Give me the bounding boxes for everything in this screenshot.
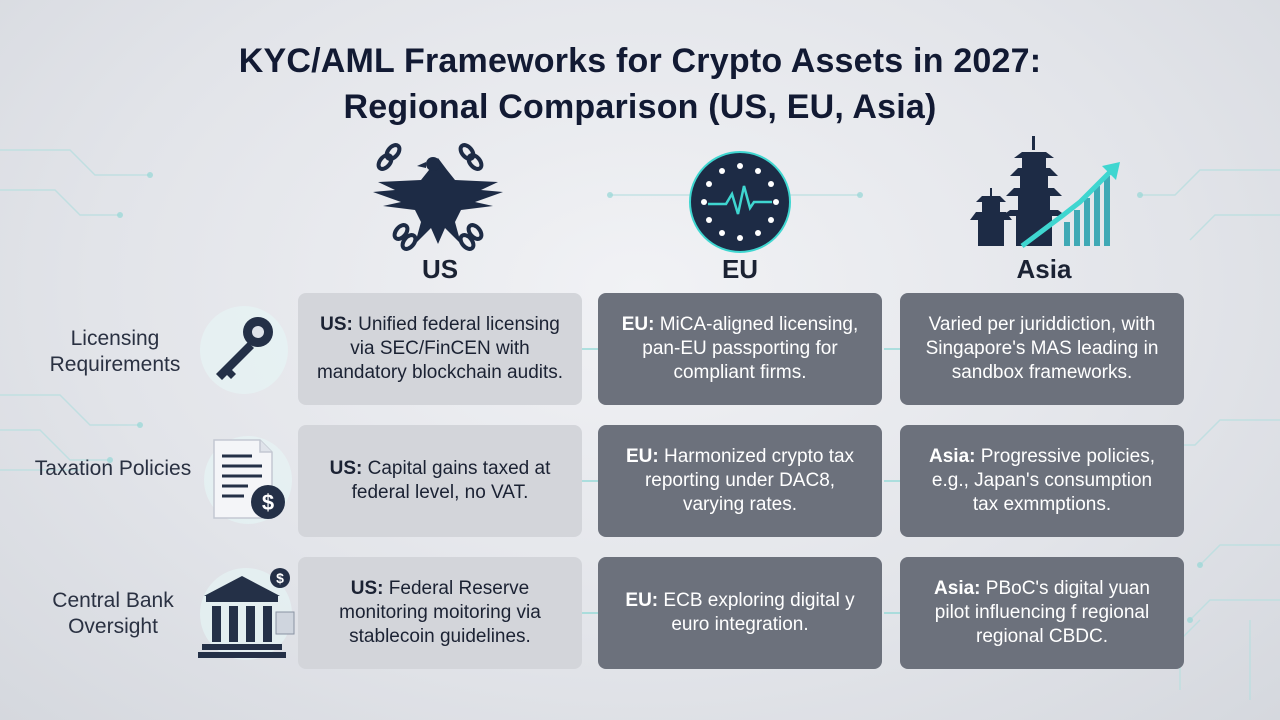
key-icon (200, 306, 288, 394)
cell-text: Federal Reserve monitoring moitoring via… (339, 578, 541, 647)
cell-prefix: US: (320, 314, 353, 335)
cell-taxation-eu: EU: Harmonized crypto tax reporting unde… (598, 425, 882, 537)
cell-prefix: EU: (621, 314, 655, 335)
eu-stars-globe-icon (689, 151, 791, 253)
cell-text: Unified federal licensing via SEC/FinCEN… (316, 314, 564, 383)
pagoda-growth-chart-icon (970, 136, 1120, 248)
bank-building-icon: $ (198, 568, 295, 660)
cell-prefix: Asia: (929, 446, 976, 467)
page-title-line1: KYC/AML Frameworks for Crypto Assets in … (238, 42, 1042, 80)
region-label-asia: Asia (1016, 254, 1072, 284)
cell-prefix: EU: (625, 590, 659, 611)
cell-licensing-us: US: Unified federal licensing via SEC/Fi… (298, 293, 582, 405)
cell-text: Harmonized crypto tax reporting under DA… (644, 446, 855, 515)
cell-text: Varied per juriddiction, with Singapore'… (925, 314, 1159, 383)
row-label-licensing: Licensing Requirements (49, 327, 181, 376)
cell-central-bank-asia: Asia: PBoC's digital yuan pilot influenc… (900, 557, 1184, 669)
cell-prefix: US: (329, 458, 363, 479)
region-label-us: US (421, 254, 459, 284)
cell-licensing-eu: EU: MiCA-aligned licensing, pan-EU passp… (598, 293, 882, 405)
svg-text:$: $ (262, 490, 274, 515)
cell-text: ECB exploring digital y euro integration… (658, 590, 855, 635)
cell-central-bank-eu: EU: ECB exploring digital y euro integra… (598, 557, 882, 669)
cell-prefix: Asia: (934, 578, 981, 599)
cell-central-bank-us: US: Federal Reserve monitoring moitoring… (298, 557, 582, 669)
cell-prefix: EU: (625, 446, 659, 467)
row-label-taxation: Taxation Policies (34, 457, 192, 480)
cell-prefix: US: (350, 578, 384, 599)
cell-text: MiCA-aligned licensing, pan-EU passporti… (642, 314, 859, 383)
cell-licensing-asia: Varied per juriddiction, with Singapore'… (900, 293, 1184, 405)
cell-text: Capital gains taxed at federal level, no… (351, 458, 551, 503)
page-title: KYC/AML Frameworks for Crypto Assets in … (0, 38, 1280, 130)
row-label-central-bank: Central Bank Oversight (52, 589, 174, 638)
tax-document-dollar-icon: $ (204, 436, 292, 524)
cell-taxation-asia: Asia: Progressive policies, e.g., Japan'… (900, 425, 1184, 537)
eagle-chain-icon (373, 143, 503, 251)
region-label-eu: EU (721, 254, 759, 284)
cell-text: PBoC's digital yuan pilot influencing f … (934, 578, 1150, 647)
svg-text:$: $ (276, 570, 284, 586)
cell-taxation-us: US: Capital gains taxed at federal level… (298, 425, 582, 537)
page-title-line2: Regional Comparison (US, EU, Asia) (343, 88, 937, 126)
cell-text: Progressive policies, e.g., Japan's cons… (931, 446, 1155, 515)
